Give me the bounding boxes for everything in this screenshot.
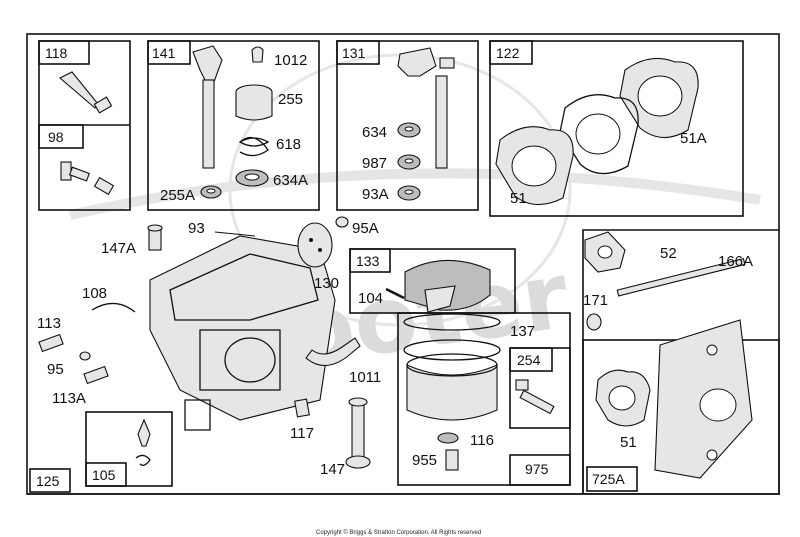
- callout-104: 104: [358, 290, 383, 307]
- box-label-125: 125: [36, 473, 60, 489]
- part-98-screw: [60, 161, 115, 196]
- box-122: [489, 40, 744, 217]
- callout-93: 93: [188, 220, 205, 237]
- callout-137: 137: [510, 323, 535, 340]
- part-1011-tube: [305, 337, 361, 367]
- callout-255: 255: [278, 91, 303, 108]
- box-label-98: 98: [48, 129, 64, 145]
- box-141: [147, 40, 320, 211]
- box-label-254: 254: [517, 352, 541, 368]
- callout-113A: 113A: [52, 390, 86, 407]
- box-label-133: 133: [356, 253, 380, 269]
- part-255A-washer: [200, 185, 222, 199]
- part-618-spring: [238, 136, 270, 157]
- part-987-seal: [397, 154, 421, 170]
- part-95-screw: [79, 351, 91, 361]
- part-634-seal: [397, 122, 421, 138]
- callout-117: 117: [290, 425, 314, 442]
- part-254-spring: [515, 379, 529, 391]
- callout-130: 130: [314, 275, 339, 292]
- part-95A-screw: [335, 216, 349, 228]
- callout-113: 113: [37, 315, 61, 332]
- callout-51-top: 51: [510, 190, 527, 207]
- box-label-725A: 725A: [592, 471, 625, 487]
- part-105-clip: [135, 454, 151, 466]
- callout-955: 955: [412, 452, 437, 469]
- carburetor-body: [149, 235, 336, 431]
- part-255-lever: [235, 84, 273, 121]
- box-105: [85, 411, 173, 487]
- part-725A-bracket: [654, 319, 753, 479]
- callout-147A: 147A: [101, 240, 136, 257]
- part-117-spring: [294, 398, 310, 418]
- part-52-gasket: [584, 231, 626, 273]
- callout-51A: 51A: [680, 130, 707, 147]
- part-51-gasket: [595, 369, 651, 427]
- callout-1011: 1011: [349, 369, 381, 386]
- callout-171: 171: [583, 292, 608, 309]
- callout-634: 634: [362, 124, 387, 141]
- part-1012-screw: [251, 46, 264, 63]
- callout-95A: 95A: [352, 220, 379, 237]
- callout-634A: 634A: [273, 172, 308, 189]
- part-throttle-shaft: [192, 45, 223, 169]
- box-label-141: 141: [152, 45, 176, 61]
- part-116-washer: [437, 432, 459, 444]
- part-108-gasket: [91, 302, 136, 313]
- box-label-122: 122: [496, 45, 520, 61]
- part-130-throttle-plate: [297, 222, 333, 268]
- callout-116: 116: [470, 432, 494, 449]
- part-105-needle: [137, 418, 151, 447]
- part-113A-plug: [83, 365, 109, 385]
- part-955-nut: [445, 449, 459, 471]
- callout-93A: 93A: [362, 186, 389, 203]
- part-254-screw: [519, 389, 555, 415]
- part-133-float: [404, 259, 491, 313]
- part-147A-screw: [147, 224, 163, 251]
- part-634A-seal: [235, 169, 269, 187]
- box-label-131: 131: [342, 45, 366, 61]
- part-float-bowl: [403, 339, 501, 421]
- callout-1012: 1012: [274, 52, 307, 69]
- callout-147: 147: [320, 461, 345, 478]
- callout-51-bottom: 51: [620, 434, 637, 451]
- part-166A-bolt: [616, 257, 746, 297]
- part-171-nut: [586, 313, 602, 331]
- part-118-needle: [59, 71, 113, 114]
- part-147-nozzle: [345, 397, 371, 469]
- box-label-975: 975: [525, 461, 549, 477]
- part-choke-shaft: [397, 47, 455, 169]
- part-gaskets: [495, 57, 699, 206]
- copyright-text: Copyright © Briggs & Stratton Corporatio…: [316, 529, 481, 536]
- callout-987: 987: [362, 155, 387, 172]
- callout-166A: 166A: [718, 253, 753, 270]
- callout-52: 52: [660, 245, 677, 262]
- callout-95: 95: [47, 361, 64, 378]
- box-131: [336, 40, 479, 211]
- callout-618: 618: [276, 136, 301, 153]
- part-93A-seal: [397, 185, 421, 201]
- callout-108: 108: [82, 285, 107, 302]
- part-104-pin: [385, 287, 405, 300]
- box-label-118: 118: [45, 45, 68, 61]
- part-113-plug: [38, 333, 64, 353]
- box-label-105: 105: [92, 467, 116, 483]
- callout-255A: 255A: [160, 187, 195, 204]
- part-137-gasket: [403, 313, 501, 331]
